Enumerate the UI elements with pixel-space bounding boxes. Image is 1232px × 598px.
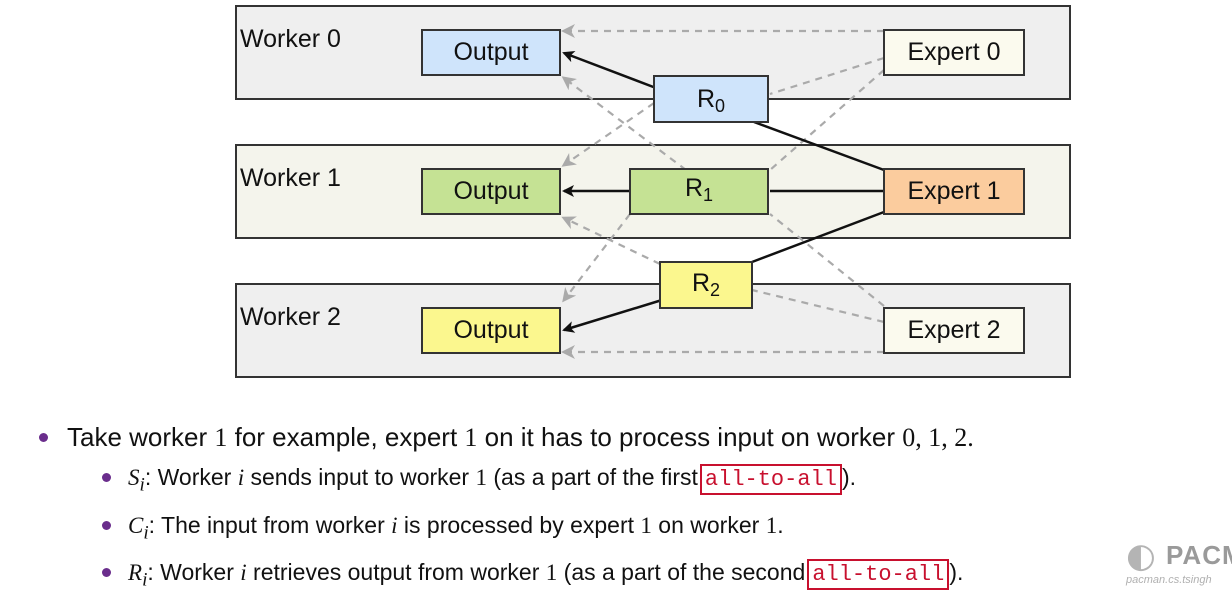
sub-bullet-retrieve: Ri: Worker i retrieves output from worke…: [36, 555, 1116, 598]
pacman-logo-icon: ◐: [1126, 536, 1156, 576]
sub-bullet-text: (as a part of the second: [557, 559, 806, 586]
dashed-arrows: [561, 24, 885, 359]
sub-bullet-text: ).: [949, 559, 964, 586]
solid-arrow-e1-r2: [751, 210, 885, 264]
output-box-1: [421, 168, 561, 215]
main-bullet-worker-list: 0, 1, 2: [902, 423, 968, 452]
logo-text: PACM: [1166, 540, 1232, 570]
output-box-2: [421, 307, 561, 354]
worker-2-label: Worker 2: [240, 303, 341, 331]
sub-bullet-text: : Worker: [147, 559, 241, 586]
expert-label-0: Expert 0: [907, 38, 1000, 66]
output-label-2: Output: [453, 316, 528, 344]
symbol-r-sub: i: [142, 569, 148, 591]
solid-arrows: [562, 50, 885, 333]
worker-0-label: Worker 0: [240, 25, 341, 53]
sub-bullet-text: ).: [841, 464, 857, 490]
bullet-dot: [102, 473, 111, 482]
sub-bullet-text: on worker: [651, 511, 766, 538]
pacman-logo: ◐ PACM pacman.cs.tsingh: [1122, 532, 1232, 586]
symbol-c: C: [128, 512, 144, 538]
sub-bullet-text: sends input to worker: [244, 464, 476, 490]
all-to-all-code-first: all-to-all: [699, 464, 842, 495]
sub-bullet-text: : Worker: [144, 464, 238, 490]
output-label-0: Output: [453, 38, 528, 66]
expert-label-2: Expert 2: [907, 316, 1000, 344]
bullet-dot: [102, 568, 111, 578]
main-bullet-text-a: Take worker: [67, 422, 215, 452]
moe-all-to-all-diagram: Worker 0 Worker 1 Worker 2 Output Output…: [235, 5, 1071, 378]
main-bullet-text-c: on it has to process input on worker: [477, 422, 903, 452]
logo-url: pacman.cs.tsingh: [1126, 574, 1212, 586]
sub-bullet-send: Si: Worker i sends input to worker 1 (as…: [36, 460, 1116, 503]
output-box-0: [421, 29, 561, 76]
dashed-arrow-e2-r2: [751, 288, 885, 324]
sub-bullet-text: is processed by expert: [397, 511, 641, 538]
bullet-dot: [102, 520, 111, 530]
sub-bullet-text: retrieves output from worker: [246, 559, 546, 586]
dashed-arrow-e2-r1: [769, 213, 885, 307]
all-to-all-code-second: all-to-all: [807, 559, 950, 591]
num-1: 1: [765, 512, 778, 538]
dashed-arrow-r2-o1: [561, 216, 661, 265]
solid-arrow-r2-o2: [562, 298, 663, 333]
main-bullet-worker-num: 1: [214, 423, 228, 452]
symbol-s-sub: i: [139, 474, 145, 496]
sub-bullet-text: .: [777, 511, 784, 538]
symbol-s: S: [128, 465, 140, 490]
solid-arrow-r0-o0: [562, 50, 657, 90]
num-1: 1: [475, 465, 488, 490]
main-bullet-period: .: [967, 423, 974, 452]
num-1: 1: [640, 512, 652, 538]
expert-box-1: [883, 168, 1025, 215]
symbol-r: R: [128, 560, 143, 586]
main-bullet-expert-num: 1: [464, 423, 478, 452]
expert-box-0: [883, 29, 1025, 76]
dashed-arrow-r1-o2: [562, 213, 631, 303]
dashed-arrow-r0-o1: [561, 102, 655, 167]
sub-bullet-compute: Ci: The input from worker i is processed…: [36, 508, 1116, 551]
router-box-0: [653, 75, 769, 123]
bullet-dot: [39, 433, 48, 442]
explanation-bullets: Take worker 1 for example, expert 1 on i…: [36, 420, 1116, 598]
main-bullet-text-b: for example, expert: [227, 422, 465, 452]
main-bullet: Take worker 1 for example, expert 1 on i…: [36, 420, 1116, 455]
solid-arrow-e1-r0: [753, 120, 885, 172]
router-label-1: R1: [685, 174, 713, 205]
router-label-2: R2: [692, 269, 720, 300]
sub-bullet-text: : The input from worker: [148, 511, 392, 538]
worker-1-label: Worker 1: [240, 164, 341, 192]
sub-bullet-text: (as a part of the first: [487, 464, 698, 490]
num-1: 1: [545, 560, 558, 586]
var-i: i: [240, 560, 247, 586]
symbol-c-sub: i: [143, 522, 149, 544]
router-box-2: [659, 261, 753, 309]
output-label-1: Output: [453, 177, 528, 205]
var-i: i: [237, 465, 245, 490]
expert-box-2: [883, 307, 1025, 354]
var-i: i: [391, 512, 398, 538]
router-label-0: R0: [697, 85, 725, 116]
dashed-arrow-e0-r0: [769, 56, 885, 96]
expert-label-1: Expert 1: [907, 177, 1000, 205]
router-box-1: [629, 168, 769, 215]
